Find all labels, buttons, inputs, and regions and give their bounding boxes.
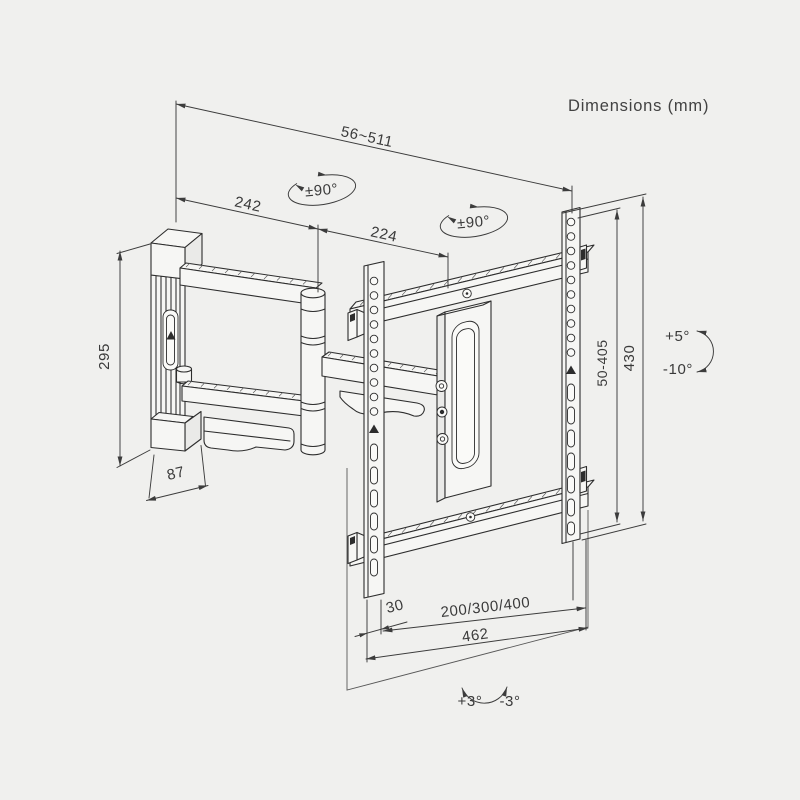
annotation-label-tilt-down: -10° xyxy=(663,361,693,378)
dimension-label-plate-height: 430 xyxy=(621,345,638,372)
elbow-hinge xyxy=(300,287,326,456)
vesa-rail-left xyxy=(363,260,385,599)
annotation-label-tilt-up: +5° xyxy=(665,328,690,345)
dimension-plate-height: 430 xyxy=(562,193,647,541)
dimension-label-plate-width: 462 xyxy=(461,625,490,646)
rail-arrow-marker xyxy=(369,424,379,433)
dimension-wall-plate-height: 295 xyxy=(96,243,151,468)
page-title: Dimensions (mm) xyxy=(568,97,709,115)
cable-cover-tray xyxy=(203,416,295,452)
annotation-swivel-plate: ±90° xyxy=(439,203,509,238)
annotation-level-adjust: +3° -3° xyxy=(458,686,520,710)
dimension-label-wall-plate-height: 295 xyxy=(96,343,113,370)
rail-arrow-marker xyxy=(566,365,576,374)
annotation-swivel-arm: ±90° xyxy=(287,171,357,206)
dimension-label-wall-plate-width: 87 xyxy=(165,463,186,484)
annotation-label-level-ccw: -3° xyxy=(499,693,520,710)
dimension-vesa-height-range: 50-405 xyxy=(577,207,621,535)
dimension-forearm: 224 xyxy=(317,223,449,289)
dimension-label-vesa-height-range: 50-405 xyxy=(594,339,610,386)
dimension-label-upper-arm: 242 xyxy=(233,193,263,215)
tv-bracket xyxy=(435,300,492,503)
vesa-rail-right xyxy=(561,206,581,545)
annotation-label-swivel-arm: ±90° xyxy=(304,181,339,201)
annotation-tilt: +5° -10° xyxy=(663,328,714,378)
rail-lock-clips xyxy=(347,244,588,565)
slot-arrow-marker xyxy=(166,331,176,340)
dimension-wall-plate-width: 87 xyxy=(146,445,209,501)
annotation-label-level-cw: +3° xyxy=(458,693,483,710)
annotation-label-swivel-plate: ±90° xyxy=(456,213,491,233)
dimension-plate-width: 462 xyxy=(365,625,589,661)
dimension-label-forearm: 224 xyxy=(369,223,399,245)
